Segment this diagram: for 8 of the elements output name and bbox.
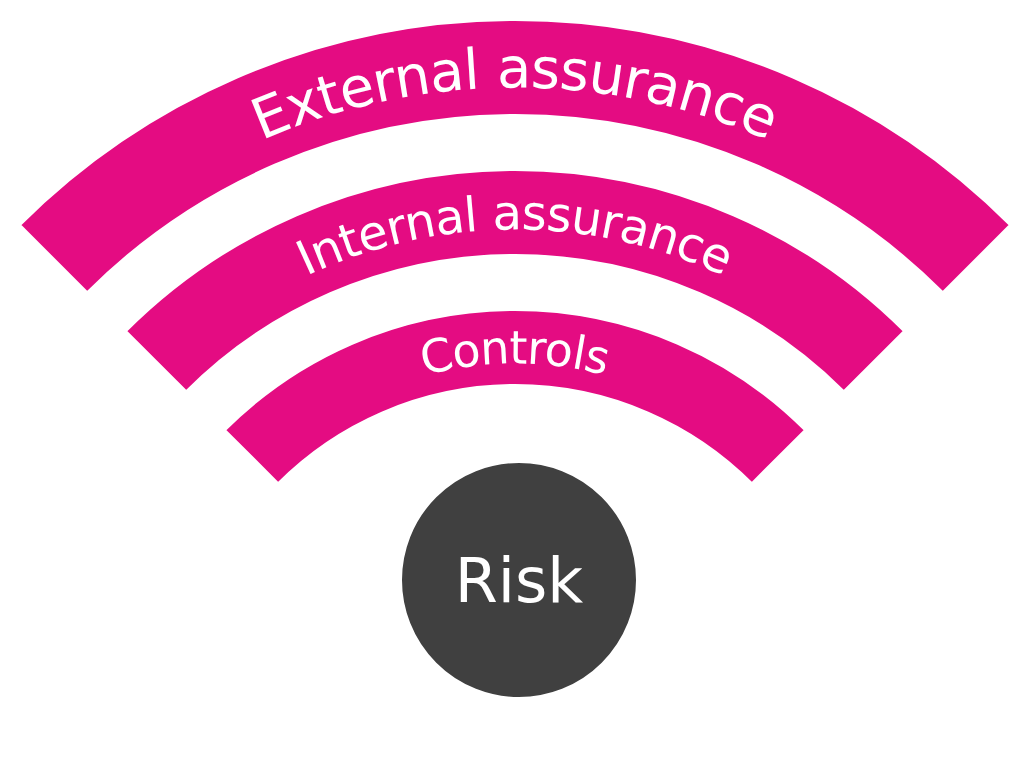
arc-band	[125, 170, 905, 393]
circle-node	[400, 461, 638, 699]
band-label: External assurance	[241, 35, 789, 152]
arc-band	[19, 20, 1011, 294]
band-label: Internal assurance	[287, 184, 742, 287]
node-label: Risk	[454, 543, 584, 617]
arc-band	[224, 309, 806, 485]
band-label: Controls	[415, 320, 616, 386]
